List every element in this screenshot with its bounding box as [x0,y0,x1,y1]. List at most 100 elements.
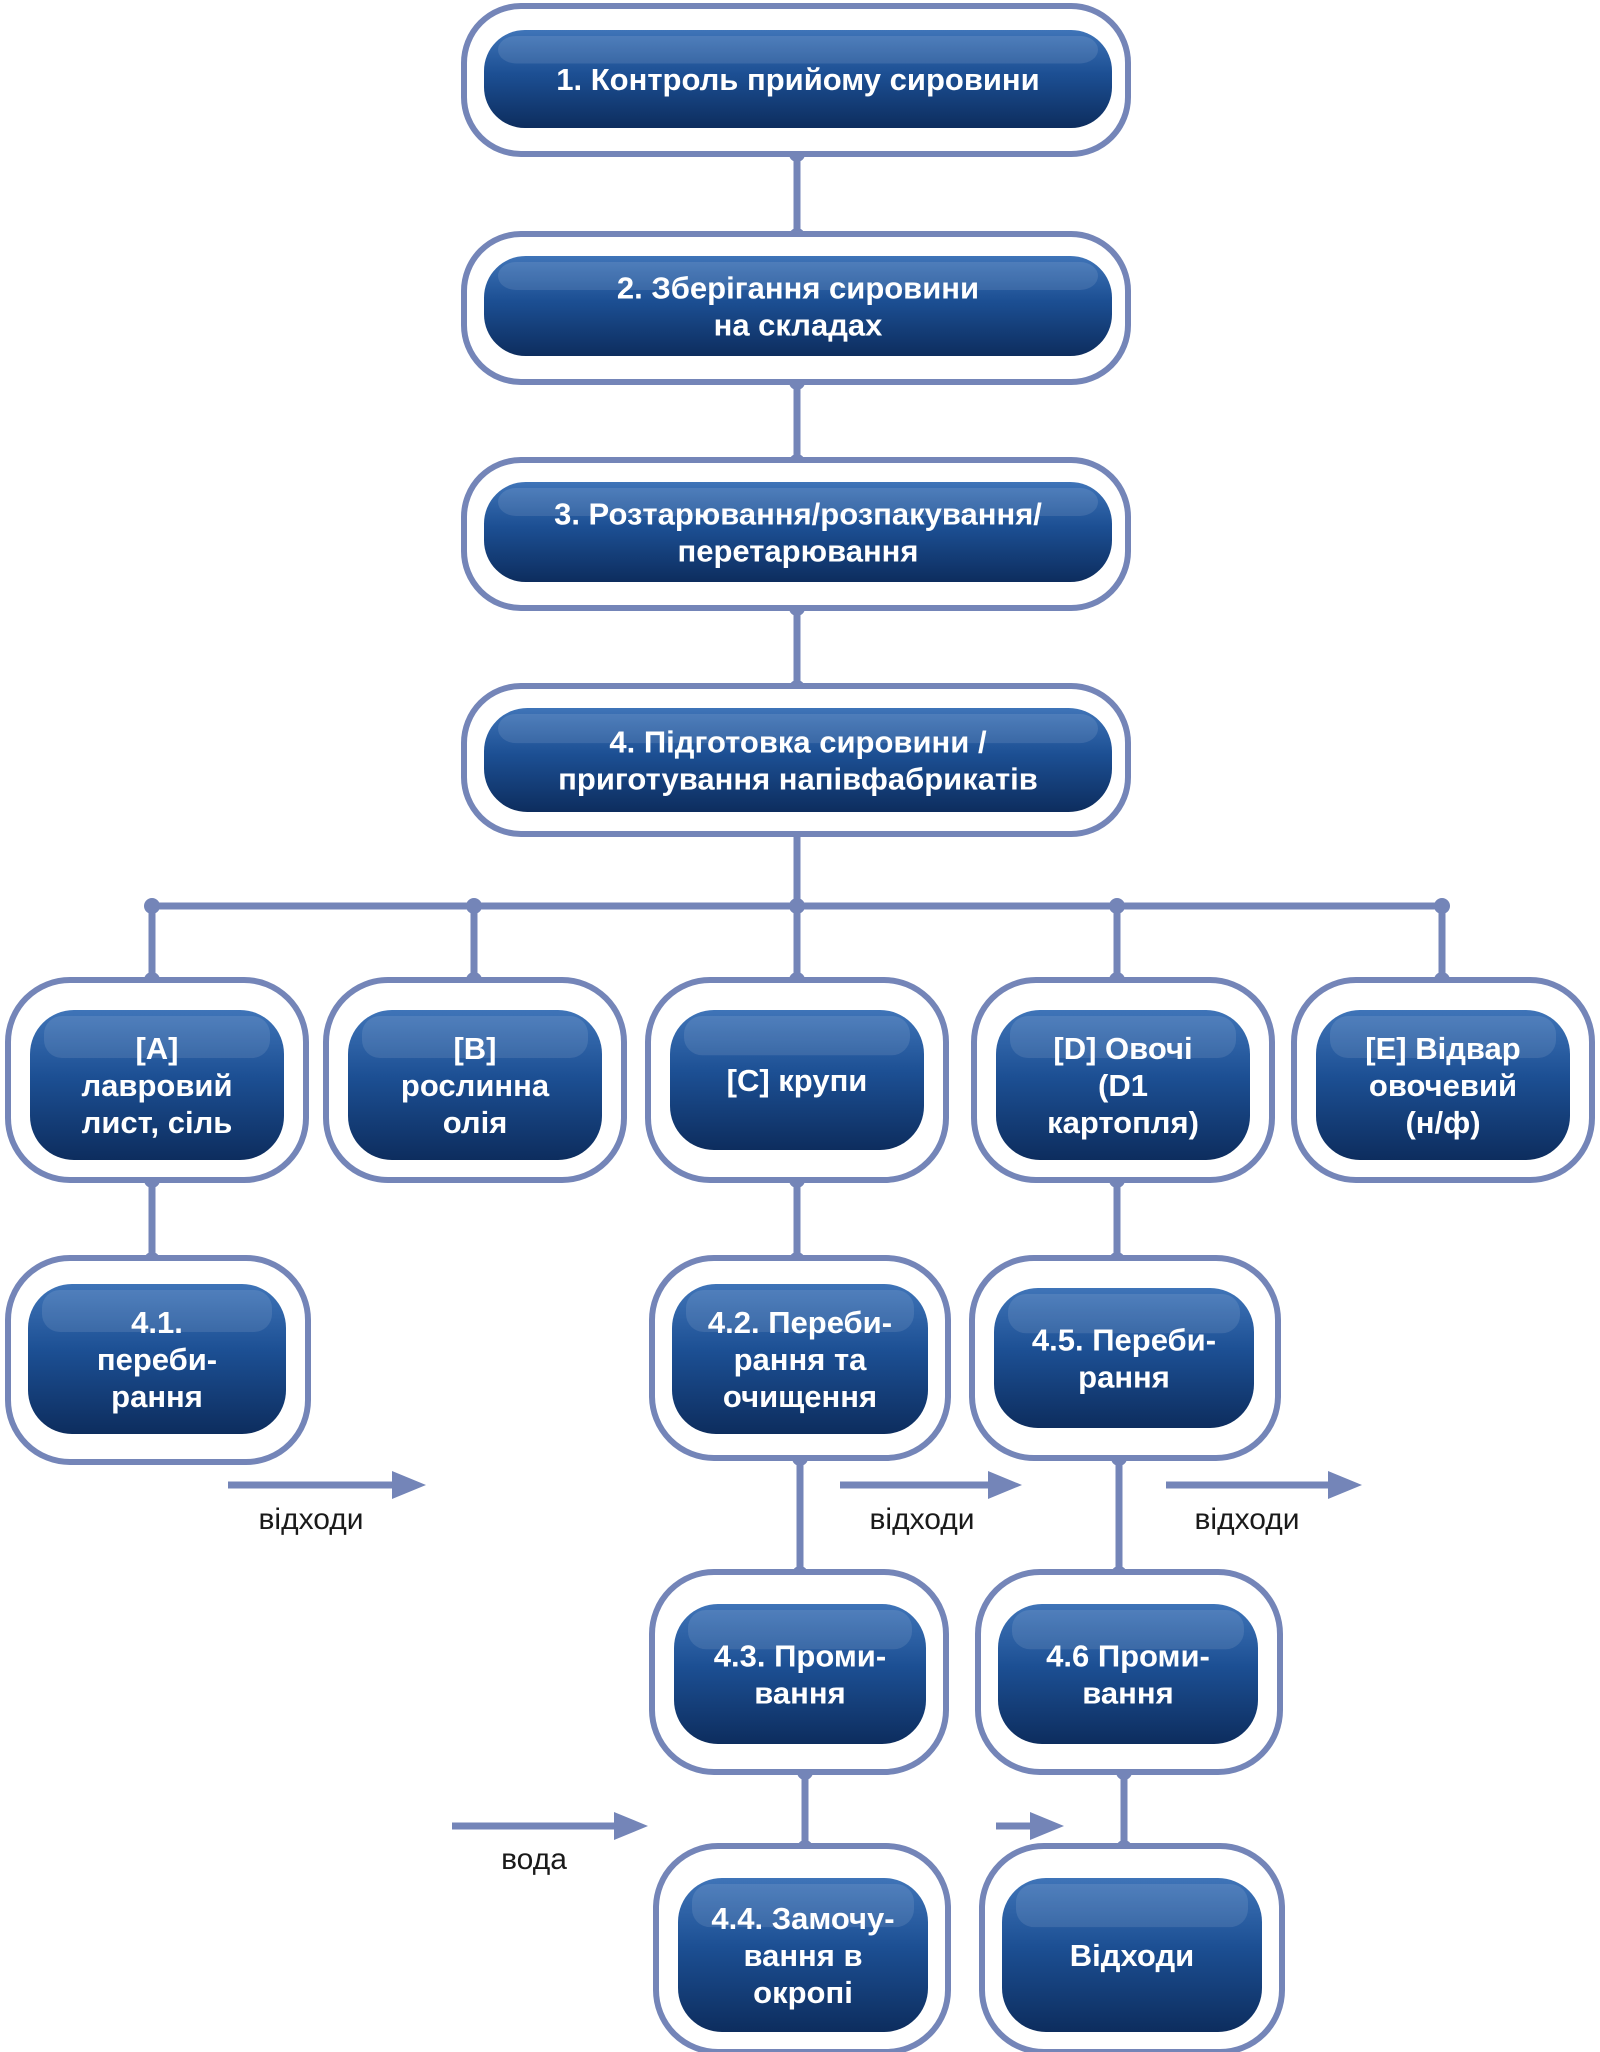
node-label-line: (D1 [1098,1068,1148,1103]
node-label-line: 4.1. [131,1305,183,1340]
node-label-line: лист, сіль [82,1105,233,1140]
node-label-line: [B] [453,1031,496,1066]
node-label-line: рання та [734,1342,868,1377]
node-label-line: овочевий [1369,1068,1517,1103]
waste-arrow-3-head [1328,1471,1362,1499]
waste-arrow-4-head [1030,1812,1064,1840]
node-body [674,1604,926,1744]
bus-dot-1 [466,898,482,914]
node-label-line: 3. Розтарювання/розпакування/ [554,497,1042,532]
node-label-line: приготування напівфабрикатів [558,762,1038,797]
node-body [672,1284,928,1434]
node-label-line: перетарювання [678,534,919,569]
node-label-line: Відходи [1070,1938,1194,1973]
node-gloss [44,1016,270,1058]
waste-arrow-1-head [392,1471,426,1499]
node-label-line: 4.5. Переби- [1032,1323,1216,1358]
bus-dot-3 [1109,898,1125,914]
node-gloss [498,714,1098,744]
node-gloss [686,1290,914,1332]
node-label-line: 4.3. Проми- [714,1639,886,1674]
node-label-line: рання [111,1379,203,1414]
node-label-line: 2. Зберігання сировини [617,271,979,306]
node-label-line: картопля) [1047,1105,1199,1140]
node-gloss [1016,1884,1248,1928]
water-arrow-head [614,1812,648,1840]
node-gloss [498,262,1098,290]
node-label-line: 4. Підготовка сировини / [609,725,987,760]
node-gloss [692,1884,914,1928]
node-n3: 3. Розтарювання/розпакування/перетарюван… [461,457,1131,611]
node-label-line: вання в [743,1938,862,1973]
node-label-line: рання [1078,1360,1170,1395]
node-label-line: окропі [753,1975,853,2010]
node-label-line: 4.4. Замочу- [711,1901,894,1936]
node-body [348,1010,602,1160]
node-label-line: олія [443,1105,508,1140]
node-label-line: 4.6 Проми- [1046,1639,1210,1674]
node-nW: Відходи [979,1843,1285,2052]
node-body [28,1284,286,1434]
label-waste1: відходи [258,1503,363,1536]
node-label-line: [C] крупи [727,1063,868,1098]
labels: відходи відходи відходи вода [228,1471,1362,1876]
node-body [484,256,1112,356]
node-label-line: [E] Відвар [1365,1031,1520,1066]
label-waste3: відходи [1194,1503,1299,1536]
node-body [1002,1878,1262,2032]
node-label-line: [A] [135,1031,178,1066]
node-gloss [498,488,1098,516]
node-gloss [1010,1016,1236,1058]
node-body [30,1010,284,1160]
node-label-line: переби- [97,1342,217,1377]
node-label-line: [D] Овочі [1053,1031,1192,1066]
node-n41: 4.1.переби-рання [5,1255,311,1465]
waste-arrow-2-head [988,1471,1022,1499]
node-gloss [1330,1016,1556,1058]
bus-dot-4 [1434,898,1450,914]
node-label-line: вання [1082,1676,1173,1711]
node-n4: 4. Підготовка сировини /приготування нап… [461,683,1131,837]
node-gloss [1012,1610,1244,1650]
node-gloss [1008,1294,1240,1334]
node-label-line: очищення [723,1379,877,1414]
node-body [678,1878,928,2032]
node-body [484,708,1112,812]
node-body [998,1604,1258,1744]
node-n43: 4.3. Проми-вання [649,1569,949,1775]
node-label-line: рослинна [401,1068,550,1103]
node-label-line: вання [754,1676,845,1711]
bus-dot-0 [144,898,160,914]
node-label-line: (н/ф) [1405,1105,1480,1140]
node-gloss [684,1016,910,1056]
node-body [484,482,1112,582]
node-label-line: на складах [714,308,884,343]
node-gloss [498,36,1098,64]
node-body [484,30,1112,128]
label-waste2: відходи [869,1503,974,1536]
node-n1: 1. Контроль прийому сировини [461,3,1131,157]
node-body [670,1010,924,1150]
node-label-line: 4.2. Переби- [708,1305,892,1340]
nodes: 1. Контроль прийому сировини 2. Зберіганн… [5,3,1595,2052]
node-gloss [362,1016,588,1058]
node-body [1316,1010,1570,1160]
node-label-line: 1. Контроль прийому сировини [556,62,1039,97]
node-body [994,1288,1254,1428]
label-water: вода [501,1843,567,1876]
node-gloss [688,1610,912,1650]
node-label-line: лавровий [81,1068,232,1103]
node-gloss [42,1290,272,1332]
node-n46: 4.6 Проми-вання [975,1569,1283,1775]
bus-dot-2 [789,898,805,914]
node-n45: 4.5. Переби-рання [969,1255,1281,1461]
node-nC: [C] крупи [645,977,949,1183]
